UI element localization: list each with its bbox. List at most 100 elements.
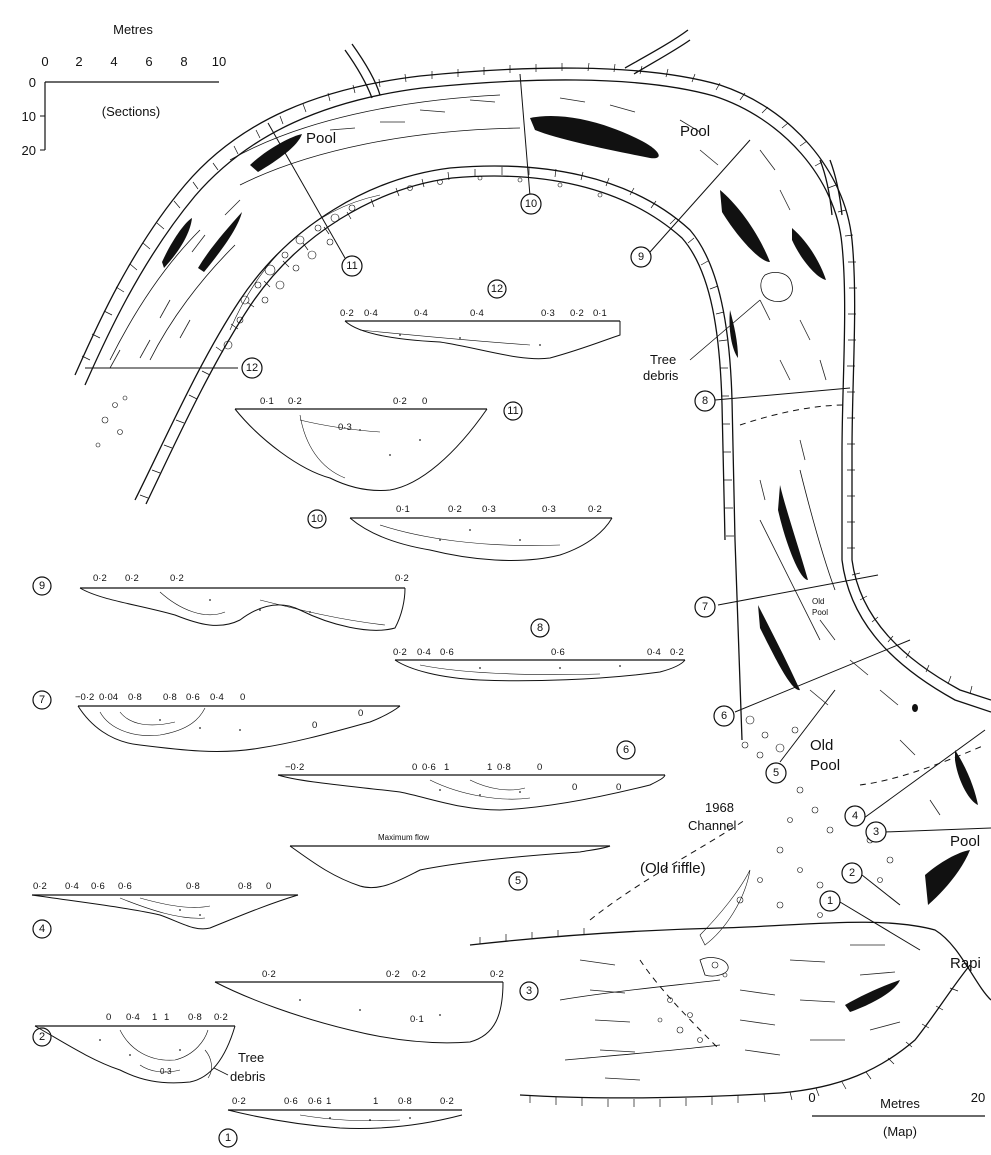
section-2-note-line1: Tree [238, 1050, 264, 1065]
section-8: 8 0·2 0·4 0·6 0·6 0·4 0·2 [393, 618, 686, 682]
map-marker-4: 4 [844, 805, 866, 827]
section-2-value-4: 0·8 [188, 1012, 202, 1023]
river-map: 12 11 10 9 8 7 6 5 4 3 2 1 Pool Pool Tre… [74, 29, 991, 1107]
section-2-value-1: 0·4 [126, 1012, 140, 1023]
section-6-value-2: 0·6 [422, 762, 436, 773]
section-6-value-5: 0·8 [497, 762, 511, 773]
section-1-value-4: 1 [373, 1096, 378, 1107]
section-2-value-2: 1 [152, 1012, 157, 1023]
svg-text:1: 1 [827, 895, 833, 907]
section-10-value-2: 0·3 [482, 504, 496, 515]
section-7-value-1: 0·04 [99, 692, 118, 703]
section-4-value-4: 0·8 [186, 881, 200, 892]
svg-text:2: 2 [849, 867, 855, 879]
inner-bank [134, 165, 743, 741]
map-marker-5: 5 [765, 762, 787, 784]
label-old-pool-small-line2: Pool [812, 608, 828, 617]
sections-scale-v-tick-20: 20 [22, 143, 36, 158]
section-3-value-2: 0·2 [412, 969, 426, 980]
section-11-value-3: 0 [422, 396, 427, 407]
section-8-value-5: 0·2 [670, 647, 684, 658]
section-9: 9 0·2 0·2 0·2 0·2 [32, 573, 409, 631]
label-old-pool-small-line1: Old [812, 597, 824, 606]
label-old-pool-line2: Pool [810, 757, 840, 774]
section-2-note-line2: debris [230, 1069, 266, 1084]
section-4-value-1: 0·4 [65, 881, 79, 892]
section-11-id: 11 [507, 405, 518, 417]
sections-scale-h-tick-6: 6 [145, 54, 152, 69]
tributaries [344, 29, 843, 216]
section-10-value-4: 0·2 [588, 504, 602, 515]
section-9-id: 9 [39, 580, 45, 592]
sections-scale-v-tick-10: 10 [22, 109, 36, 124]
map-marker-11: 11 [341, 255, 363, 277]
section-10: 10 0·1 0·2 0·3 0·3 0·2 [307, 504, 613, 561]
section-9-value-3: 0·2 [395, 573, 409, 584]
section-12-value-0: 0·2 [340, 308, 354, 319]
section-6-value-3: 1 [444, 762, 449, 773]
map-marker-8: 8 [694, 390, 716, 412]
section-7-value-0: −0·2 [75, 692, 94, 703]
section-12-value-5: 0·2 [570, 308, 584, 319]
sections-scale-h-tick-2: 2 [75, 54, 82, 69]
section-7-value-6: 0 [240, 692, 245, 703]
section-1-value-5: 0·8 [398, 1096, 412, 1107]
section-10-value-0: 0·1 [396, 504, 410, 515]
lower-bank [469, 921, 991, 1001]
section-7-value-5: 0·4 [210, 692, 224, 703]
map-marker-6: 6 [713, 705, 735, 727]
section-11: 11 0·1 0·2 0·2 0 0·3 [234, 396, 523, 491]
label-old-riffle: (Old riffle) [640, 860, 706, 877]
section-12-value-2: 0·4 [414, 308, 428, 319]
section-10-value-3: 0·3 [542, 504, 556, 515]
section-8-value-3: 0·6 [551, 647, 565, 658]
section-10-id: 10 [311, 513, 323, 525]
section-9-value-0: 0·2 [93, 573, 107, 584]
section-6-value-1: 0 [412, 762, 417, 773]
map-marker-3: 3 [865, 821, 887, 843]
section-8-value-1: 0·4 [417, 647, 431, 658]
label-old-pool-line1: Old [810, 737, 833, 754]
sections-scale-h-tick-8: 8 [180, 54, 187, 69]
section-3-inner: 0·1 [410, 1014, 424, 1025]
section-2: 2 0 0·4 1 1 0·8 0·2 0·3 Tree debris [32, 1012, 266, 1084]
section-11-value-1: 0·2 [288, 396, 302, 407]
section-12-value-1: 0·4 [364, 308, 378, 319]
section-3-value-3: 0·2 [490, 969, 504, 980]
section-2-value-0: 0 [106, 1012, 111, 1023]
section-7-id: 7 [39, 694, 45, 706]
svg-text:9: 9 [638, 251, 644, 263]
section-6-value-4: 1 [487, 762, 492, 773]
map-marker-12: 12 [241, 357, 263, 379]
section-8-value-2: 0·6 [440, 647, 454, 658]
flow-limit-line-lower [859, 744, 986, 786]
map-scale-end: 20 [971, 1090, 985, 1105]
section-8-id: 8 [537, 622, 543, 634]
svg-text:7: 7 [702, 601, 708, 613]
map-marker-2: 2 [841, 862, 863, 884]
section-4-id: 4 [39, 923, 45, 935]
section-6-id: 6 [623, 744, 629, 756]
label-tree-debris-line2: debris [643, 368, 679, 383]
section-lines [85, 73, 991, 951]
flow-arrows [109, 97, 941, 1081]
svg-text:8: 8 [702, 395, 708, 407]
section-4-value-0: 0·2 [33, 881, 47, 892]
inner-bank-hatching [139, 167, 734, 537]
section-12-value-3: 0·4 [470, 308, 484, 319]
section-6-value-0: −0·2 [285, 762, 304, 773]
map-scale-start: 0 [808, 1090, 815, 1105]
map-scale-bar: 0 Metres 20 (Map) [808, 1090, 985, 1139]
label-1968-channel-line2: Channel [688, 818, 737, 833]
pool-deep-zones [162, 116, 978, 1012]
section-4: 4 0·2 0·4 0·6 0·6 0·8 0·8 0 [31, 881, 299, 939]
section-7-value-4: 0·6 [186, 692, 200, 703]
section-6: 6 −0·2 0 0·6 1 1 0·8 0 0 0 [277, 740, 666, 811]
sections-scale-v-tick-0: 0 [29, 75, 36, 90]
section-3-id: 3 [526, 985, 532, 997]
lower-bank-hatching [479, 928, 959, 1107]
map-markers: 12 11 10 9 8 7 6 5 4 3 2 1 [241, 193, 887, 912]
tree-debris-map [699, 272, 793, 977]
section-1-value-6: 0·2 [440, 1096, 454, 1107]
